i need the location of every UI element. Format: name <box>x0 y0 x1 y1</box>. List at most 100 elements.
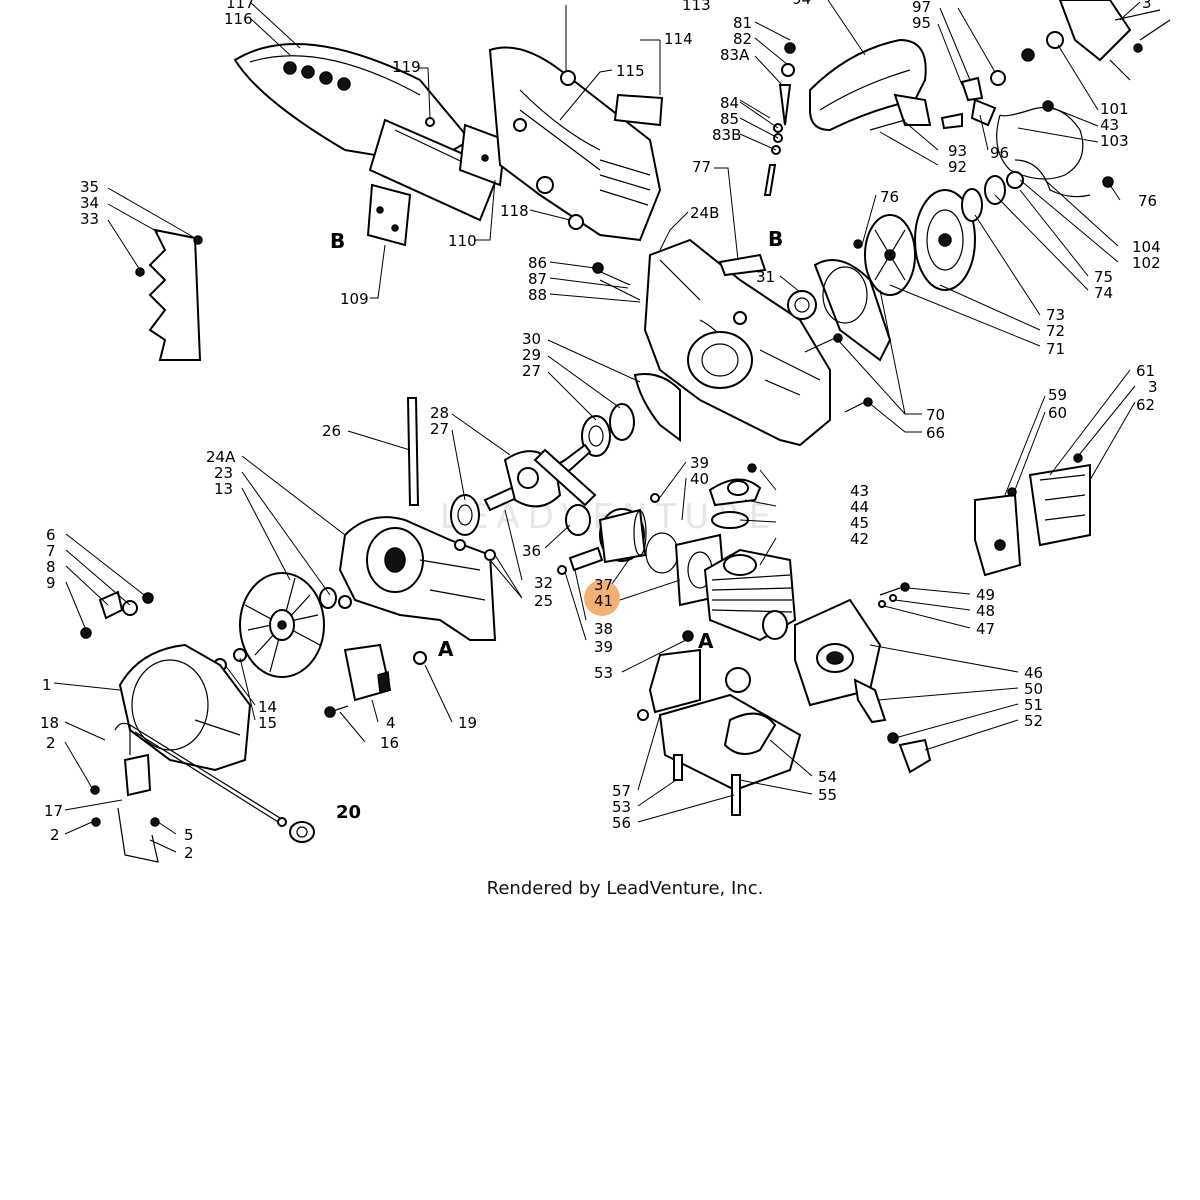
label-48: 48 <box>976 602 995 620</box>
label-109: 109 <box>340 290 369 308</box>
crankshaft <box>483 443 597 512</box>
label-88: 88 <box>528 286 547 304</box>
label-76-right: 76 <box>1138 192 1157 210</box>
label-46: 46 <box>1024 664 1043 682</box>
wrist-pin <box>568 546 604 572</box>
muffler-gasket-46 <box>794 598 882 707</box>
label-83A: 83A <box>720 46 750 64</box>
grommet-20 <box>289 821 315 843</box>
label-50: 50 <box>1024 680 1043 698</box>
capacitor-17 <box>114 722 152 797</box>
label-59: 59 <box>1048 386 1067 404</box>
label-92: 92 <box>948 158 967 176</box>
label-30: 30 <box>522 330 541 348</box>
label-13: 13 <box>214 480 233 498</box>
brake-band <box>996 100 1084 180</box>
label-103: 103 <box>1100 132 1129 150</box>
label-70: 70 <box>926 406 945 424</box>
label-84: 84 <box>720 94 739 112</box>
throttle-rod <box>129 724 287 827</box>
nut-113 <box>560 70 576 86</box>
clutch-drum <box>914 189 976 291</box>
label-42: 42 <box>850 530 869 548</box>
label-87: 87 <box>528 270 547 288</box>
label-104: 104 <box>1132 238 1161 256</box>
decal-114 <box>613 93 664 127</box>
cylinder <box>703 548 797 642</box>
label-34: 34 <box>80 194 99 212</box>
nut-118 <box>568 214 584 230</box>
clutch-shoe <box>864 214 916 296</box>
clutch-cover <box>488 46 662 242</box>
shaft-26 <box>406 397 420 506</box>
brake-parts-95-97 <box>940 48 1035 130</box>
flywheel <box>239 572 325 678</box>
gasket-70 <box>813 259 892 362</box>
label-113: 113 <box>682 0 711 14</box>
label-24A: 24A <box>206 448 236 466</box>
label-114: 114 <box>664 30 693 48</box>
label-6: 6 <box>46 526 56 544</box>
oil-adjust-screw-stack <box>763 42 796 196</box>
label-55: 55 <box>818 786 837 804</box>
label-35: 35 <box>80 178 99 196</box>
label-62: 62 <box>1136 396 1155 414</box>
label-19: 19 <box>458 714 477 732</box>
clutch-washer <box>961 171 1024 222</box>
starter-parts-6-9 <box>80 590 154 639</box>
label-73: 73 <box>1046 306 1065 324</box>
label-23: 23 <box>214 464 233 482</box>
label-25: 25 <box>534 592 553 610</box>
label-4: 4 <box>386 714 396 732</box>
label-72: 72 <box>1046 322 1065 340</box>
piston <box>598 508 647 564</box>
label-95: 95 <box>912 14 931 32</box>
label-44: 44 <box>850 498 869 516</box>
label-31: 31 <box>756 268 775 286</box>
label-43-top: 43 <box>1100 116 1119 134</box>
footer-credit: Rendered by LeadVenture, Inc. <box>487 878 764 899</box>
label-86: 86 <box>528 254 547 272</box>
wire-clip-5 <box>117 807 159 863</box>
label-14: 14 <box>258 698 277 716</box>
label-16: 16 <box>380 734 399 752</box>
label-39-upper: 39 <box>690 454 709 472</box>
leader-lines <box>53 0 1141 853</box>
bolt-119 <box>425 117 435 127</box>
screw-16 <box>324 705 349 718</box>
inner-plate-109 <box>366 183 412 247</box>
label-3-top: 3 <box>1142 0 1152 12</box>
label-119: 119 <box>392 58 421 76</box>
bolts-53-56 <box>673 630 741 816</box>
ignition-module-4 <box>343 643 392 702</box>
label-102: 102 <box>1132 254 1161 272</box>
label-115: 115 <box>616 62 645 80</box>
label-81: 81 <box>733 14 752 32</box>
carb-plate-59-62 <box>974 453 1091 577</box>
highlight-marker[interactable] <box>584 580 620 616</box>
label-15: 15 <box>258 714 277 732</box>
label-24B: 24B <box>690 204 719 222</box>
label-85: 85 <box>720 110 739 128</box>
label-27-upper: 27 <box>522 362 541 380</box>
label-9: 9 <box>46 574 56 592</box>
pins-86-88 <box>591 262 641 301</box>
label-32: 32 <box>534 574 553 592</box>
label-40: 40 <box>690 470 709 488</box>
label-118: 118 <box>500 202 529 220</box>
label-41[interactable]: 41 <box>594 592 613 610</box>
front-handle <box>809 38 927 132</box>
label-2-c: 2 <box>184 844 194 862</box>
label-20: 20 <box>336 802 361 823</box>
chain-tensioner-plate <box>458 123 507 187</box>
label-75: 75 <box>1094 268 1113 286</box>
label-74: 74 <box>1094 284 1113 302</box>
label-3-right: 3 <box>1148 378 1158 396</box>
label-53-lower: 53 <box>612 798 631 816</box>
label-18: 18 <box>40 714 59 732</box>
label-17: 17 <box>44 802 63 820</box>
label-56: 56 <box>612 814 631 832</box>
label-7: 7 <box>46 542 56 560</box>
muffler-bracket <box>637 648 701 721</box>
